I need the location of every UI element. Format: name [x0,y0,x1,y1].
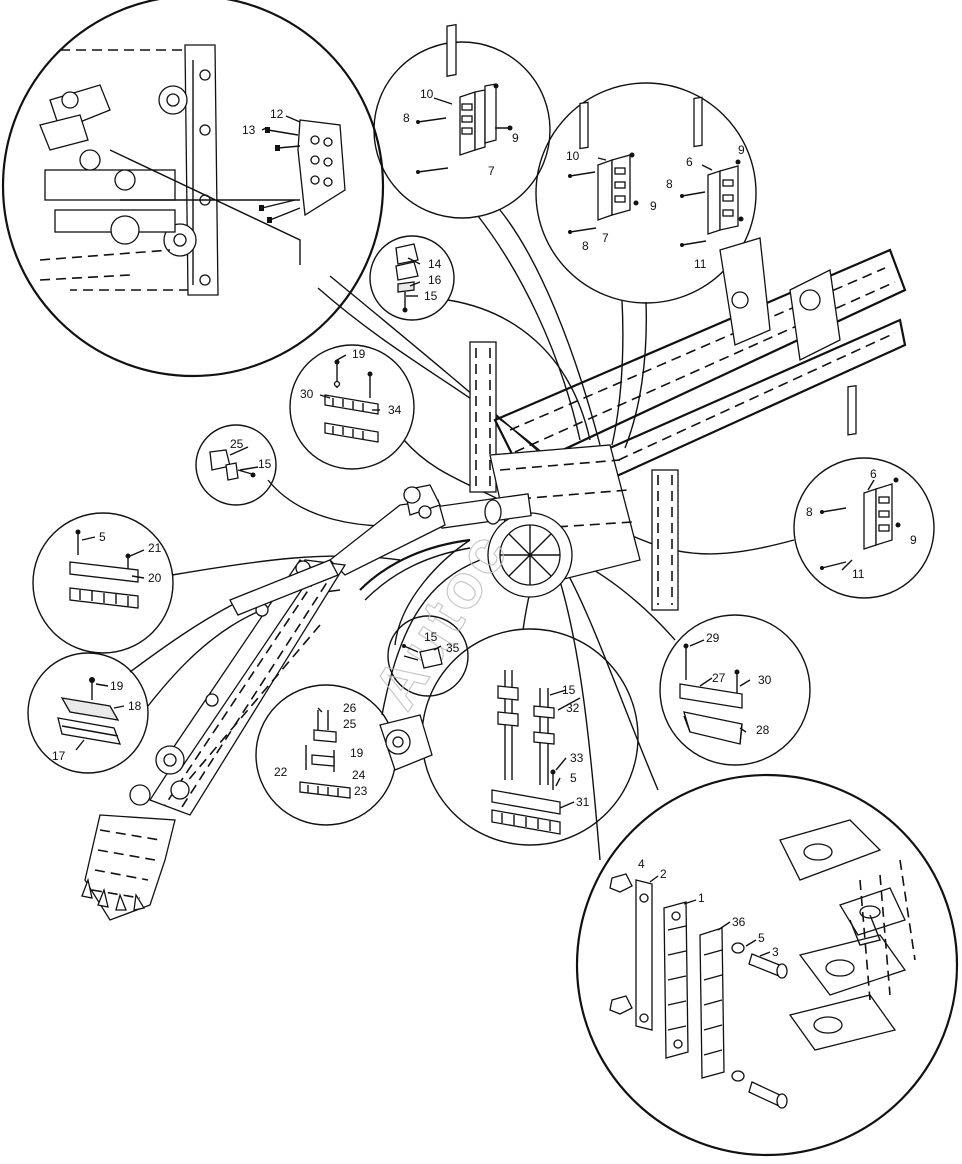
detail-circle-clip-25 [195,424,277,506]
label-33: 33 [570,751,584,765]
label-6: 6 [686,155,693,169]
detail-clip-25-content [209,449,256,481]
label-34: 34 [388,403,402,417]
label-14: 14 [428,257,442,271]
detail-bracket-27-content [679,643,743,745]
label-19: 19 [110,679,124,693]
label-15: 15 [258,457,272,471]
label-6: 6 [870,467,877,481]
detail-circle-top-left [1,0,385,378]
label-7: 7 [488,164,495,178]
label-1: 1 [698,891,705,905]
label-27: 27 [712,671,726,685]
detail-circle-top-center [373,41,551,219]
label-30: 30 [300,387,314,401]
label-19: 19 [352,347,366,361]
label-8: 8 [666,177,673,191]
label-25: 25 [343,717,357,731]
label-29: 29 [706,631,720,645]
label-25: 25 [230,437,244,451]
detail-circle-right-6-11 [793,457,935,599]
label-21: 21 [148,541,162,555]
label-28: 28 [756,723,770,737]
label-5: 5 [99,530,106,544]
label-32: 32 [566,701,580,715]
detail-circle-clamp-34 [289,344,415,470]
label-3: 3 [772,945,779,959]
label-12: 12 [270,107,284,121]
machine-frame [359,237,907,611]
part-labels: 12 13 10 8 9 7 10 9 6 8 9 8 7 11 14 16 1… [52,87,917,959]
label-18: 18 [128,699,142,713]
label-24: 24 [352,768,366,782]
label-26: 26 [343,701,357,715]
detail-circle-plate-17-18 [27,652,149,774]
detail-circle-clip-35 [387,615,469,697]
label-5: 5 [758,931,765,945]
label-8: 8 [403,111,410,125]
detail-clip-35-content [402,644,443,669]
detail-clip-14-content [395,243,419,313]
label-5: 5 [570,771,577,785]
detail-bottom-right-content [609,819,916,1109]
label-9: 9 [650,199,657,213]
label-20: 20 [148,571,162,585]
label-10: 10 [420,87,434,101]
detail-circle-clamp-23 [255,684,397,826]
label-15: 15 [424,289,438,303]
label-31: 31 [576,795,590,809]
label-30: 30 [758,673,772,687]
label-7: 7 [602,231,609,245]
detail-circle-clip-14-16 [369,235,455,321]
label-13: 13 [242,123,256,137]
detail-clamp-31-content [491,670,561,835]
detail-circle-bracket-27-28 [659,614,811,766]
boom-arm [81,484,446,921]
label-2: 2 [660,867,667,881]
label-leaders [75,97,875,957]
label-36: 36 [732,915,746,929]
label-11: 11 [694,257,707,271]
label-8: 8 [806,505,813,519]
label-23: 23 [354,784,368,798]
detail-circle-clamp-20 [32,512,174,654]
detail-right-content [820,384,901,570]
detail-plate-17-content [57,677,122,745]
detail-top-left-content [39,44,346,296]
label-16: 16 [428,273,442,287]
label-10: 10 [566,149,580,163]
label-4: 4 [638,857,645,871]
label-15: 15 [424,630,438,644]
label-9: 9 [738,143,745,157]
label-9: 9 [910,533,917,547]
detail-clamp-34-content [324,359,379,443]
detail-clamp-20-content [69,529,139,609]
label-17: 17 [52,749,66,763]
detail-clamp-23-content [299,710,351,799]
detail-top-right-content [568,96,744,247]
detail-circle-bottom-right [575,773,959,1157]
label-19: 19 [350,746,364,760]
label-22: 22 [274,765,288,779]
label-9: 9 [512,131,519,145]
detail-top-center-content [416,23,513,174]
label-35: 35 [446,641,460,655]
label-8: 8 [582,239,589,253]
label-11: 11 [852,567,865,581]
label-15: 15 [562,683,576,697]
